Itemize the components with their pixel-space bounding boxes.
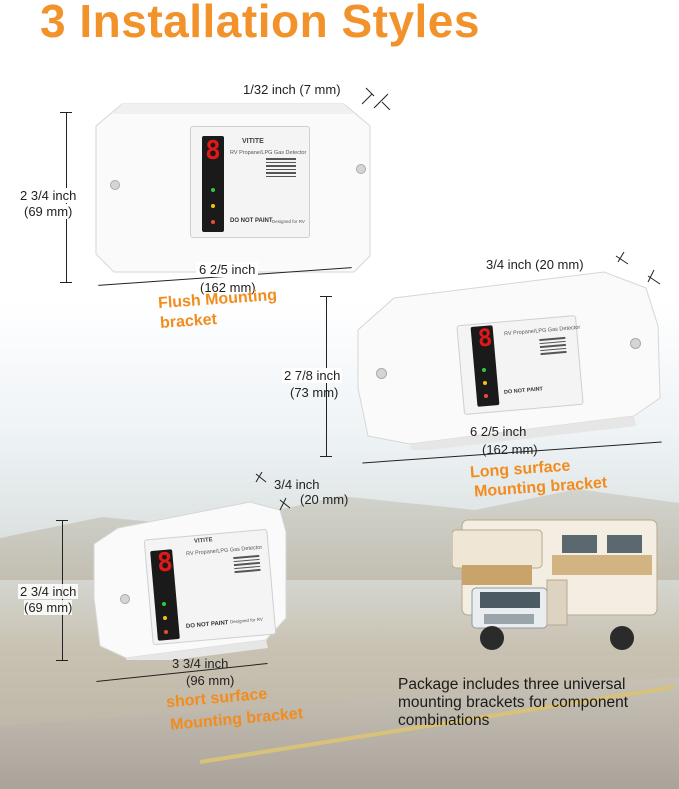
alarm-led (211, 220, 215, 224)
fault-led (211, 204, 215, 208)
flush-height-mm: (69 mm) (24, 204, 73, 219)
flush-height-in: 2 3/4 inch (18, 188, 79, 203)
screw-tab-left (110, 180, 120, 190)
long-height-tick-top (320, 296, 332, 297)
digit-readout: 8 (476, 323, 494, 353)
short-surface-detector: 8 VITITE RV Propane/LPG Gas Detector DO … (90, 498, 290, 660)
screw-tab-right (356, 164, 366, 174)
sensor-grille (266, 158, 296, 179)
digit-readout: 8 (205, 136, 221, 166)
fault-led (163, 616, 167, 620)
warning-label: DO NOT PAINT (230, 218, 273, 224)
short-thickness-arrows (255, 472, 291, 511)
page-title: 3 Installation Styles (40, 0, 480, 47)
screw-tab-left (376, 368, 387, 379)
long-height-tick-bottom (320, 456, 332, 457)
long-thickness-arrows (615, 251, 661, 285)
flush-width-in: 6 2/5 inch (196, 262, 259, 277)
digit-display (202, 136, 224, 232)
power-led (162, 602, 166, 606)
long-width-in: 6 2/5 inch (470, 424, 527, 439)
screw-tab-left (120, 594, 130, 604)
sensor-grille (233, 554, 261, 575)
short-height-in: 2 3/4 inch (18, 584, 79, 599)
fault-led (483, 381, 487, 385)
screw-tab-right (630, 338, 641, 349)
flush-thickness-dim: 1/32 inch (7 mm) (243, 82, 341, 97)
short-width-in: 3 3/4 inch (172, 656, 229, 671)
flush-label-line2: bracket (159, 311, 218, 332)
short-thickness-in: 3/4 inch (274, 477, 320, 492)
rv-image (452, 519, 658, 650)
long-thickness-dim: 3/4 inch (20 mm) (486, 257, 584, 272)
flush-width-mm: (162 mm) (200, 280, 256, 295)
model-label: RV Propane/LPG Gas Detector (230, 150, 307, 156)
sensor-grille (539, 336, 567, 357)
short-height-tick-top (56, 520, 68, 521)
flush-thickness-arrows (361, 87, 391, 110)
long-height-mm: (73 mm) (290, 385, 339, 400)
digit-readout: 8 (155, 547, 175, 579)
flush-height-tick-top (60, 112, 72, 113)
alarm-led (484, 394, 488, 398)
brand-label: VITITE (242, 138, 264, 145)
alarm-led (164, 630, 168, 634)
flush-mount-detector: 8 VITITE RV Propane/LPG Gas Detector DO … (92, 96, 374, 274)
power-led (482, 368, 486, 372)
package-note: Package includes three universal mountin… (398, 676, 629, 729)
short-thickness-mm: (20 mm) (300, 492, 349, 507)
designed-label: Designed for RV (272, 219, 305, 224)
short-height-mm: (69 mm) (24, 600, 73, 615)
short-height-tick-bottom (56, 660, 68, 661)
power-led (211, 188, 215, 192)
long-height-in: 2 7/8 inch (282, 368, 343, 383)
short-width-mm: (96 mm) (186, 673, 235, 688)
long-surface-detector: 8 RV Propane/LPG Gas Detector DO NOT PAI… (354, 268, 666, 450)
long-width-mm: (162 mm) (482, 442, 538, 457)
flush-height-tick-bottom (60, 282, 72, 283)
